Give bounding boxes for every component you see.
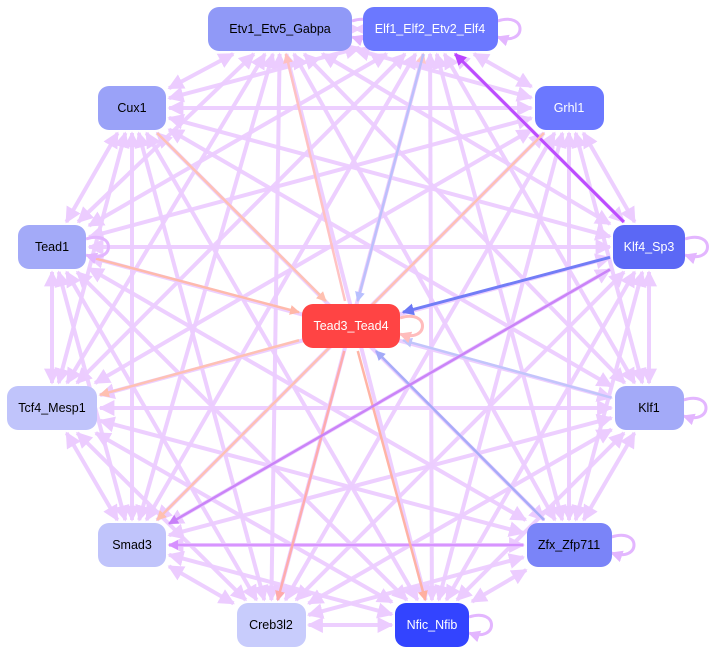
node-label: Elf1_Elf2_Etv2_Elf4	[374, 22, 486, 36]
node-klf4[interactable]: Klf4_Sp3	[613, 225, 685, 269]
node-label: Klf1	[638, 401, 660, 415]
node-label: Tead1	[34, 240, 70, 254]
node-etv1[interactable]: Etv1_Etv5_Gabpa	[208, 7, 352, 51]
node-label: Tcf4_Mesp1	[18, 401, 86, 415]
edge-zfx-tead3	[374, 350, 546, 521]
edge-tead3-creb3l2	[275, 350, 346, 601]
node-smad3[interactable]: Smad3	[98, 523, 166, 567]
node-grhl1[interactable]: Grhl1	[534, 86, 604, 130]
node-label: Klf4_Sp3	[623, 240, 675, 254]
node-tead1[interactable]: Tead1	[18, 225, 86, 269]
edge-elf1-tead3	[355, 53, 425, 302]
node-elf1[interactable]: Elf1_Elf2_Etv2_Elf4	[362, 7, 498, 51]
node-label: Tead3_Tead4	[313, 319, 389, 333]
edge-tead1-tead3	[88, 255, 300, 315]
self-loop-tead3	[398, 314, 424, 344]
node-label: Smad3	[112, 538, 152, 552]
edge-zfx-creb3l2	[306, 553, 526, 619]
edge-elf1-nfic	[422, 52, 440, 602]
node-creb3l2[interactable]: Creb3l2	[236, 603, 306, 647]
self-loop-elf1	[496, 17, 522, 47]
node-label: Etv1_Etv5_Gabpa	[229, 22, 331, 36]
node-label: Grhl1	[553, 101, 585, 115]
edge-klf1-tead3	[402, 337, 612, 399]
node-label: Cux1	[117, 101, 147, 115]
edge-klf1-smad3	[167, 413, 614, 540]
edge-cux1-tead3	[156, 132, 327, 302]
node-label: Creb3l2	[249, 618, 293, 632]
self-loop-nfic	[467, 613, 493, 643]
node-tead3[interactable]: Tead3_Tead4	[302, 304, 400, 348]
node-label: Nfic_Nfib	[406, 618, 458, 632]
self-loop-zfx	[610, 533, 636, 563]
edge-klf4-smad3	[168, 268, 611, 525]
node-cux1[interactable]: Cux1	[98, 86, 166, 130]
self-loop-klf4	[683, 235, 709, 265]
edge-zfx-nfic	[470, 568, 528, 604]
edge-tead3-nfic	[356, 350, 428, 601]
edge-tead3-etv1	[283, 53, 347, 302]
edge-klf4-tead3	[401, 255, 611, 316]
edge-tead3-tcf4	[99, 339, 300, 398]
node-zfx[interactable]: Zfx_Zfp711	[526, 523, 612, 567]
edge-etv1-tcf4	[65, 52, 267, 385]
node-klf1[interactable]: Klf1	[614, 386, 684, 430]
self-loop-klf1	[682, 396, 708, 426]
node-nfic[interactable]: Nfic_Nfib	[395, 603, 469, 647]
node-tcf4[interactable]: Tcf4_Mesp1	[7, 386, 97, 430]
edge-etv1-tead1	[76, 52, 256, 224]
self-loop-tead1	[84, 235, 110, 265]
edge-smad3-creb3l2	[167, 564, 235, 606]
node-label: Zfx_Zfp711	[537, 538, 601, 552]
edge-etv1-creb3l2	[263, 52, 288, 602]
